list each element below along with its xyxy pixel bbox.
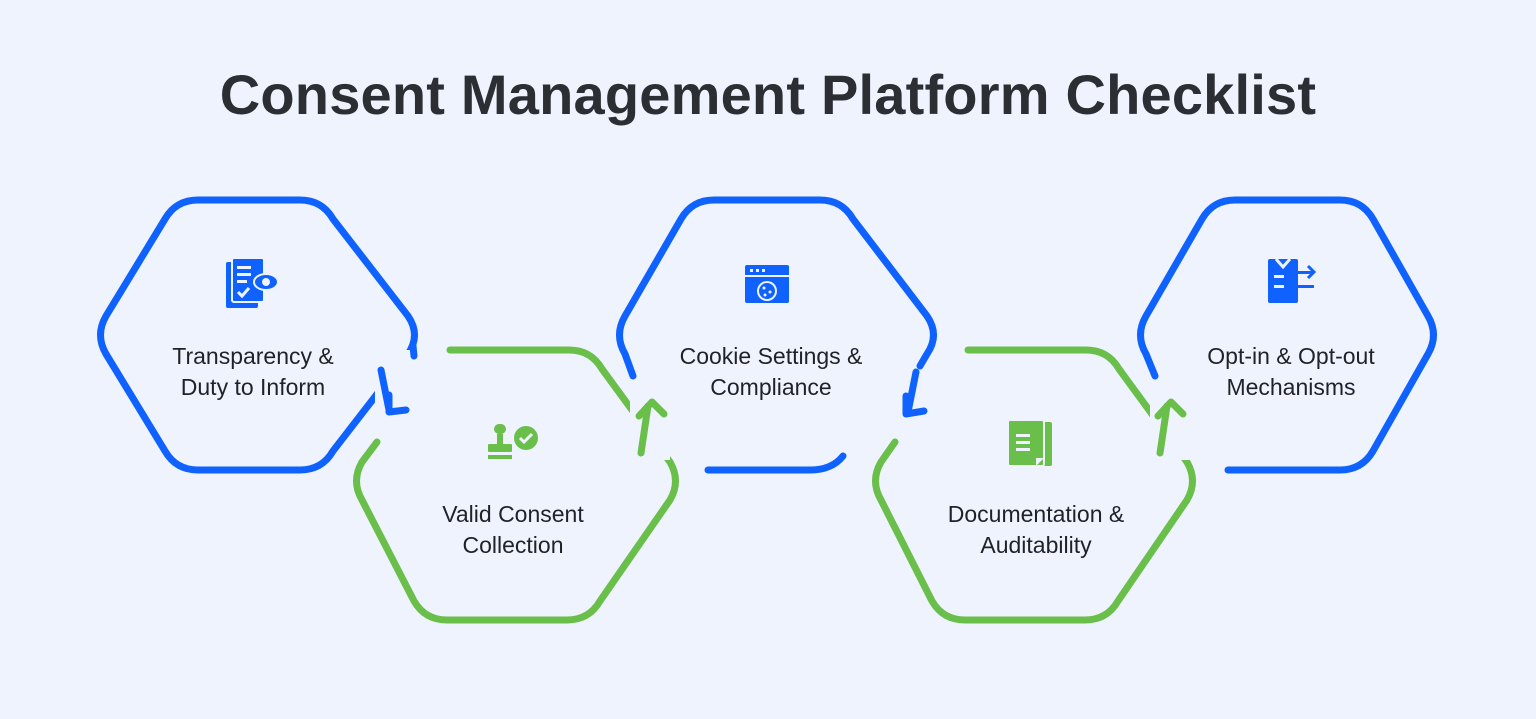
documents-icon <box>1007 419 1052 467</box>
hexagon-cookie-settings <box>616 196 937 474</box>
hexagon-transparency <box>97 196 418 474</box>
step-label-transparency: Transparency & Duty to Inform <box>123 341 383 403</box>
step-label-documentation: Documentation & Auditability <box>906 499 1166 561</box>
step-2-line-1: Valid Consent <box>442 501 584 527</box>
hexagon-documentation <box>872 346 1196 624</box>
step-1-line-2: Duty to Inform <box>180 374 326 400</box>
step-3-line-1: Cookie Settings & <box>679 343 863 369</box>
browser-cookie-icon <box>745 265 789 303</box>
arrow-1-to-2 <box>377 342 418 416</box>
hexagon-valid-consent <box>353 346 679 624</box>
step-5-line-1: Opt-in & Opt-out <box>1207 343 1375 369</box>
step-label-valid-consent: Valid Consent Collection <box>383 499 643 561</box>
step-4-line-1: Documentation & <box>947 501 1125 527</box>
arrow-3-to-4 <box>902 368 928 418</box>
clipboard-arrows-icon <box>1268 258 1317 303</box>
step-3-line-2: Compliance <box>710 374 832 400</box>
stamp-check-icon <box>488 424 538 459</box>
step-label-cookie-settings: Cookie Settings & Compliance <box>641 341 901 403</box>
arrow-4-to-5 <box>1154 398 1187 457</box>
page-title: Consent Management Platform Checklist <box>219 63 1317 126</box>
step-1-line-1: Transparency & <box>172 343 334 369</box>
step-label-opt-in-out: Opt-in & Opt-out Mechanisms <box>1161 341 1421 403</box>
step-5-line-2: Mechanisms <box>1226 374 1356 400</box>
arrow-2-to-3 <box>635 398 668 457</box>
document-eye-icon <box>226 257 279 308</box>
step-4-line-2: Auditability <box>980 532 1092 558</box>
hexagon-opt-in-out <box>1137 196 1437 474</box>
step-2-line-2: Collection <box>462 532 564 558</box>
